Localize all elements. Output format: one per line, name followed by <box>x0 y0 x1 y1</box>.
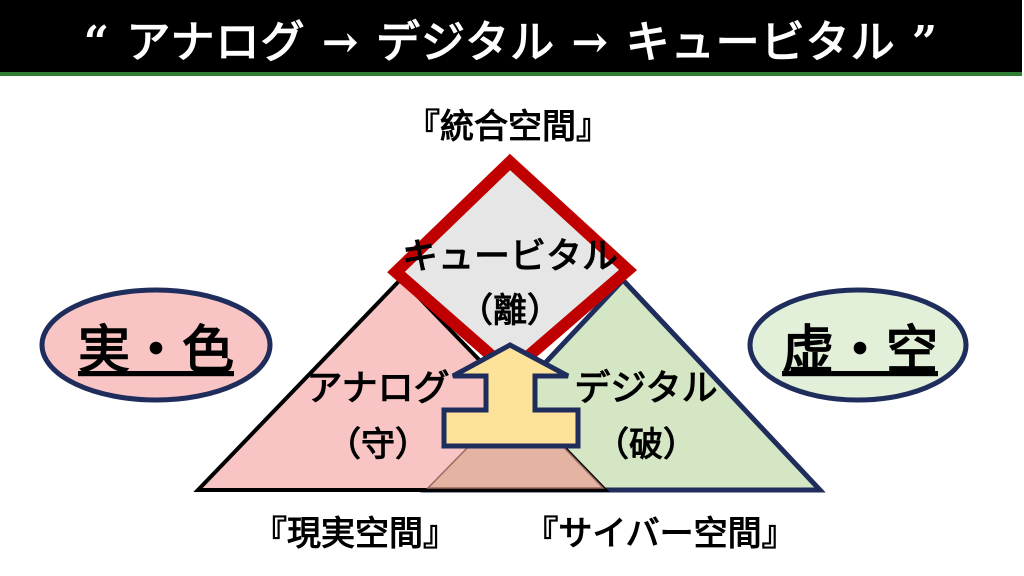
header-title: “ アナログ → デジタル → キュービタル ” <box>83 17 939 68</box>
label-analog-sub: （守） <box>327 425 429 465</box>
label-analog: アナログ <box>306 367 449 409</box>
label-cubital: キュービタル <box>402 235 618 277</box>
label-digital-sub: （破） <box>595 425 697 465</box>
label-real-space: 『現実空間』 <box>253 514 457 554</box>
label-cyber-space: 『サイバー空間』 <box>524 514 795 554</box>
label-virtual-empty: 虚・空 <box>782 320 938 381</box>
label-digital: デジタル <box>574 367 717 409</box>
label-integrated-space: 『統合空間』 <box>406 107 610 147</box>
label-cubital-sub: （離） <box>459 291 561 331</box>
header-bar: “ アナログ → デジタル → キュービタル ” <box>0 0 1022 76</box>
ellipse-virtual-empty <box>747 287 969 403</box>
up-arrow-icon <box>441 342 581 449</box>
label-real-color: 実・色 <box>78 320 234 381</box>
ellipse-real-color <box>39 287 273 403</box>
